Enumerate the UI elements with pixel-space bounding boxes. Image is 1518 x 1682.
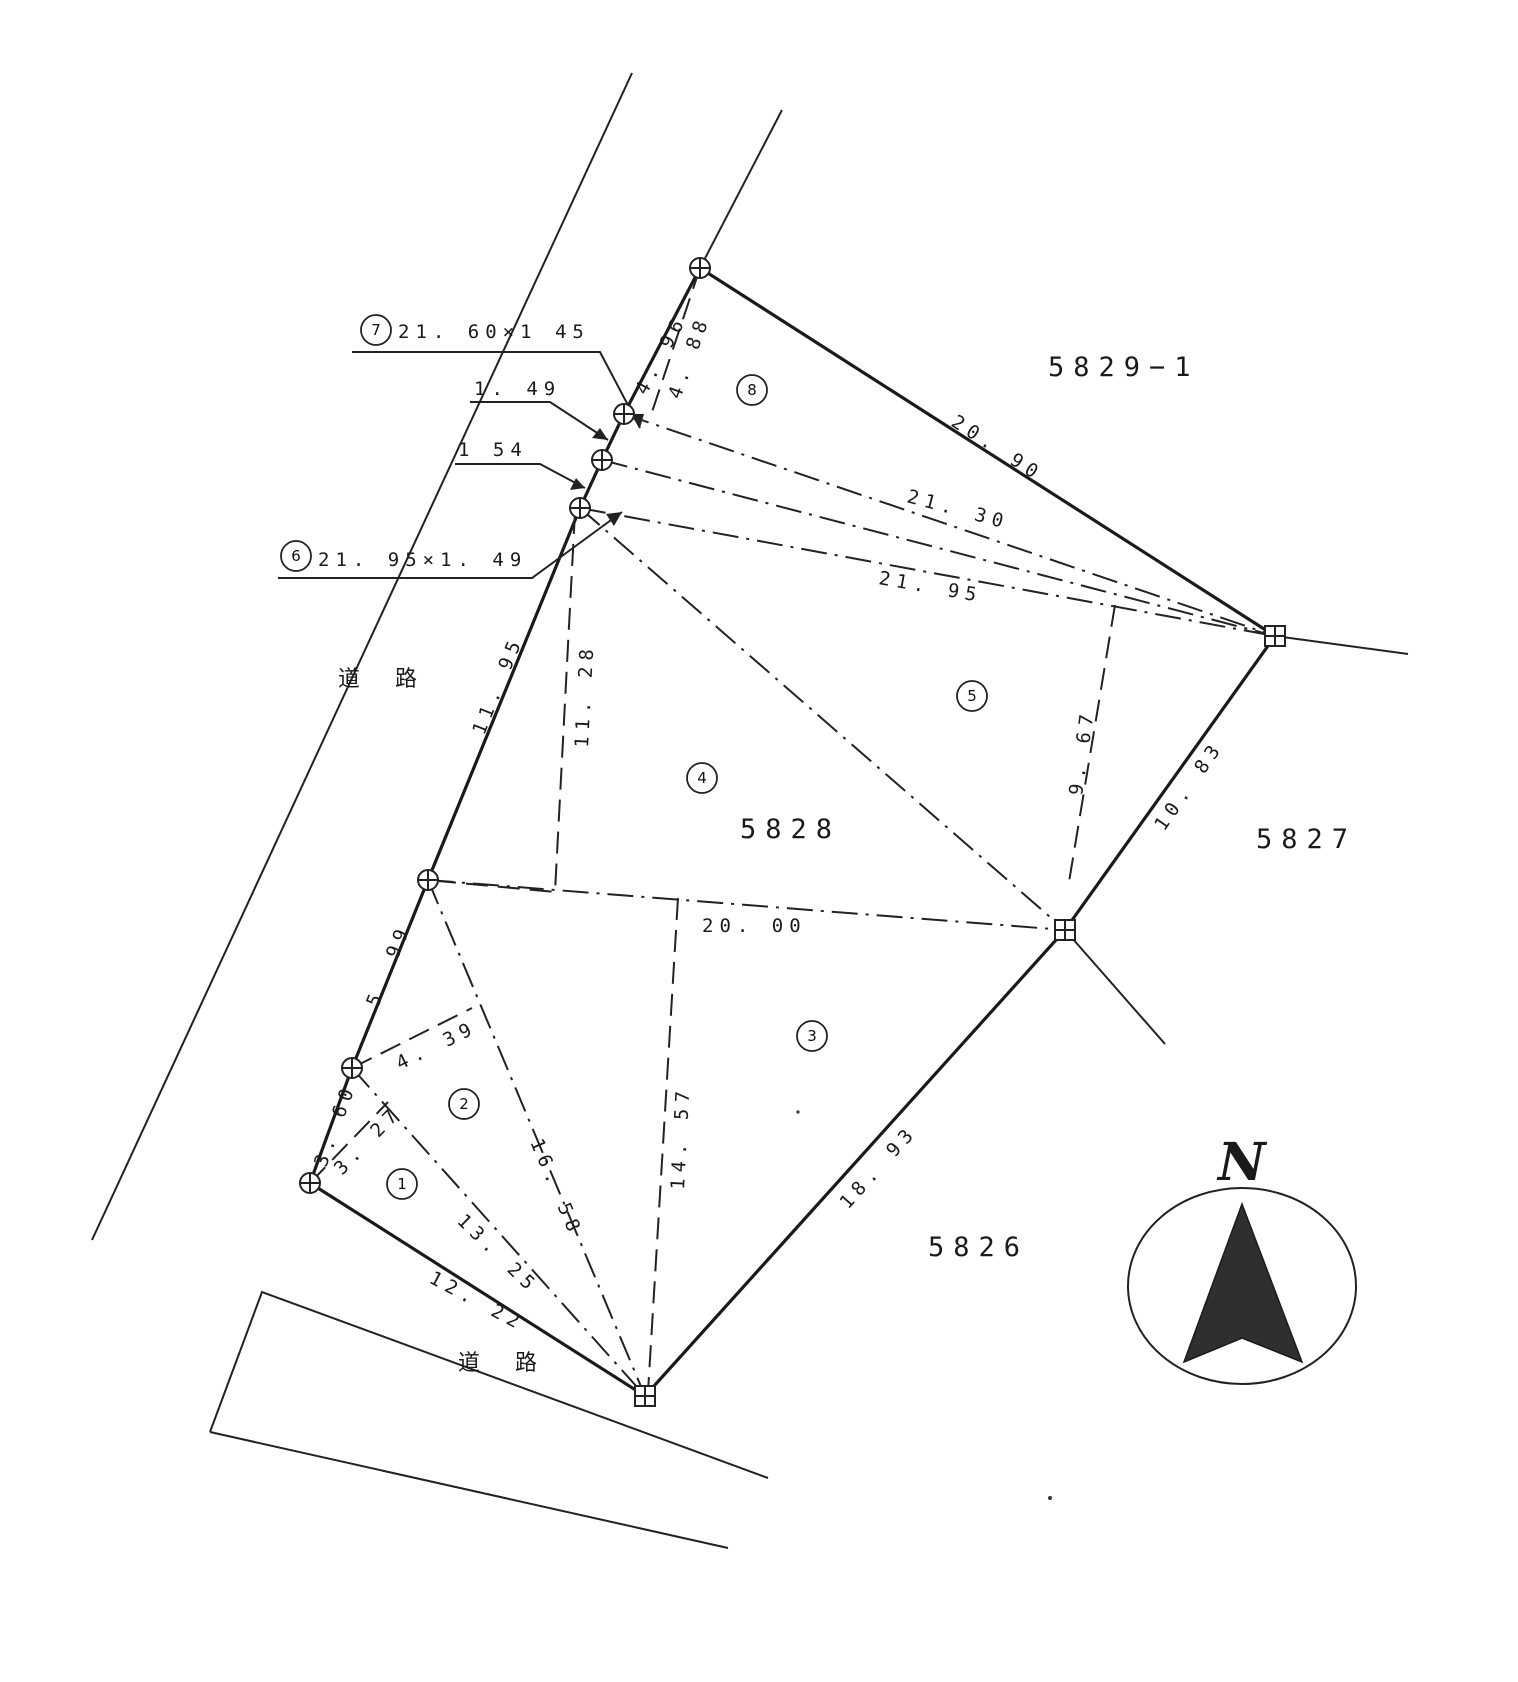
callout-1-54: 1 54: [458, 439, 528, 461]
road-edge-south-lower: [209, 1431, 729, 1549]
boundary-point-3: [417, 869, 439, 891]
road-edge-upper: [699, 109, 783, 269]
callout-149-arrowhead: [592, 428, 608, 440]
dim-20-90: 20. 90: [947, 411, 1047, 486]
road-label-west: 道 路: [338, 667, 431, 692]
height-14-57: [647, 897, 679, 1393]
north-arrow-icon: [1182, 1201, 1304, 1364]
north-arrow: N: [1127, 1132, 1357, 1385]
road-edge-south: [209, 1290, 769, 1479]
callout-7-number: 7: [371, 321, 381, 339]
line-21-95: [579, 507, 1276, 637]
line-20-00: [427, 879, 1066, 931]
region-4: 4: [686, 762, 718, 794]
boundary-point-1: [299, 1172, 321, 1194]
region-3: 3: [796, 1020, 828, 1052]
callout-6-number: 6: [291, 547, 301, 565]
parcel-5828: 5828: [740, 814, 841, 845]
extension-line-se: [1064, 929, 1166, 1045]
parcel-5829-1: 5829−1: [1048, 352, 1200, 383]
region-1: 1: [386, 1168, 418, 1200]
region-5: 5: [956, 680, 988, 712]
region-5-number: 5: [967, 687, 977, 705]
dim-21-95: 21. 95: [877, 567, 984, 607]
north-letter: N: [1216, 1132, 1268, 1193]
dim-11-28: 11. 28: [571, 643, 598, 749]
road-label-south: 道 路: [458, 1351, 551, 1376]
speck: [796, 1110, 800, 1114]
callout-149-leader: [470, 401, 609, 441]
line-20-90-inner: [623, 413, 1276, 637]
boundary-point-5: [591, 449, 613, 471]
callout-154-arrowhead: [570, 478, 585, 490]
dim-20-00: 20. 00: [702, 915, 807, 937]
dim-9-67: 9. 67: [1065, 707, 1099, 796]
region-2-number: 2: [459, 1095, 469, 1113]
extension-line-ne: [1274, 635, 1409, 655]
callout-7-circle: [360, 314, 392, 346]
callout-6-arrowhead: [606, 512, 622, 526]
region-8-number: 8: [747, 381, 757, 399]
dim-10-83: 10. 83: [1150, 737, 1228, 835]
parcel-5827: 5827: [1256, 824, 1357, 855]
boundary-point-4: [569, 497, 591, 519]
dim-4-39: 4. 39: [393, 1016, 481, 1074]
line-13-25: [351, 1067, 646, 1397]
callout-1-49: 1. 49: [474, 378, 561, 400]
callout-7-text: 21. 60×1 45: [398, 321, 590, 343]
dim-5-99: 5. 99: [362, 921, 415, 1010]
callout-154-leader: [455, 463, 586, 489]
north-arrow-ellipse: [1127, 1187, 1357, 1385]
boundary-point-ne-square: [1264, 625, 1286, 647]
height-9-67: [1067, 604, 1116, 889]
region-4-number: 4: [697, 769, 707, 787]
boundary-point-2: [341, 1057, 363, 1079]
boundary-point-s-square: [634, 1385, 656, 1407]
height-4-39: [351, 1007, 473, 1069]
dim-21-30: 21. 30: [905, 486, 1012, 534]
parcel-5826: 5826: [928, 1232, 1029, 1263]
line-21-30: [601, 459, 1276, 637]
region-1-number: 1: [397, 1175, 407, 1193]
region-2: 2: [448, 1088, 480, 1120]
boundary-point-6: [613, 403, 635, 425]
dim-14-57: 14. 57: [667, 1085, 694, 1191]
height-3-27: [309, 1101, 389, 1184]
callout-7: 7 21. 60×1 45: [360, 314, 590, 346]
callout-6-leader: [278, 511, 623, 579]
dim-11-95: 11. 95: [468, 633, 528, 738]
line-16-58: [427, 879, 646, 1397]
callout-6-text: 21. 95×1. 49: [318, 549, 527, 571]
height-11-28: [427, 511, 576, 894]
callout-6: 6 21. 95×1. 49: [280, 540, 527, 572]
region-3-number: 3: [807, 1027, 817, 1045]
boundary-point-se-square: [1054, 919, 1076, 941]
callout-7-leader: [352, 351, 641, 429]
region-8: 8: [736, 374, 768, 406]
speck: [1048, 1496, 1052, 1500]
callout-6-circle: [280, 540, 312, 572]
height-4-88: [649, 267, 701, 419]
dim-16-58: 16. 58: [525, 1135, 586, 1240]
line-diag-4: [579, 507, 1066, 931]
boundary-point-7: [689, 257, 711, 279]
road-edge-west-outer: [91, 72, 633, 1241]
